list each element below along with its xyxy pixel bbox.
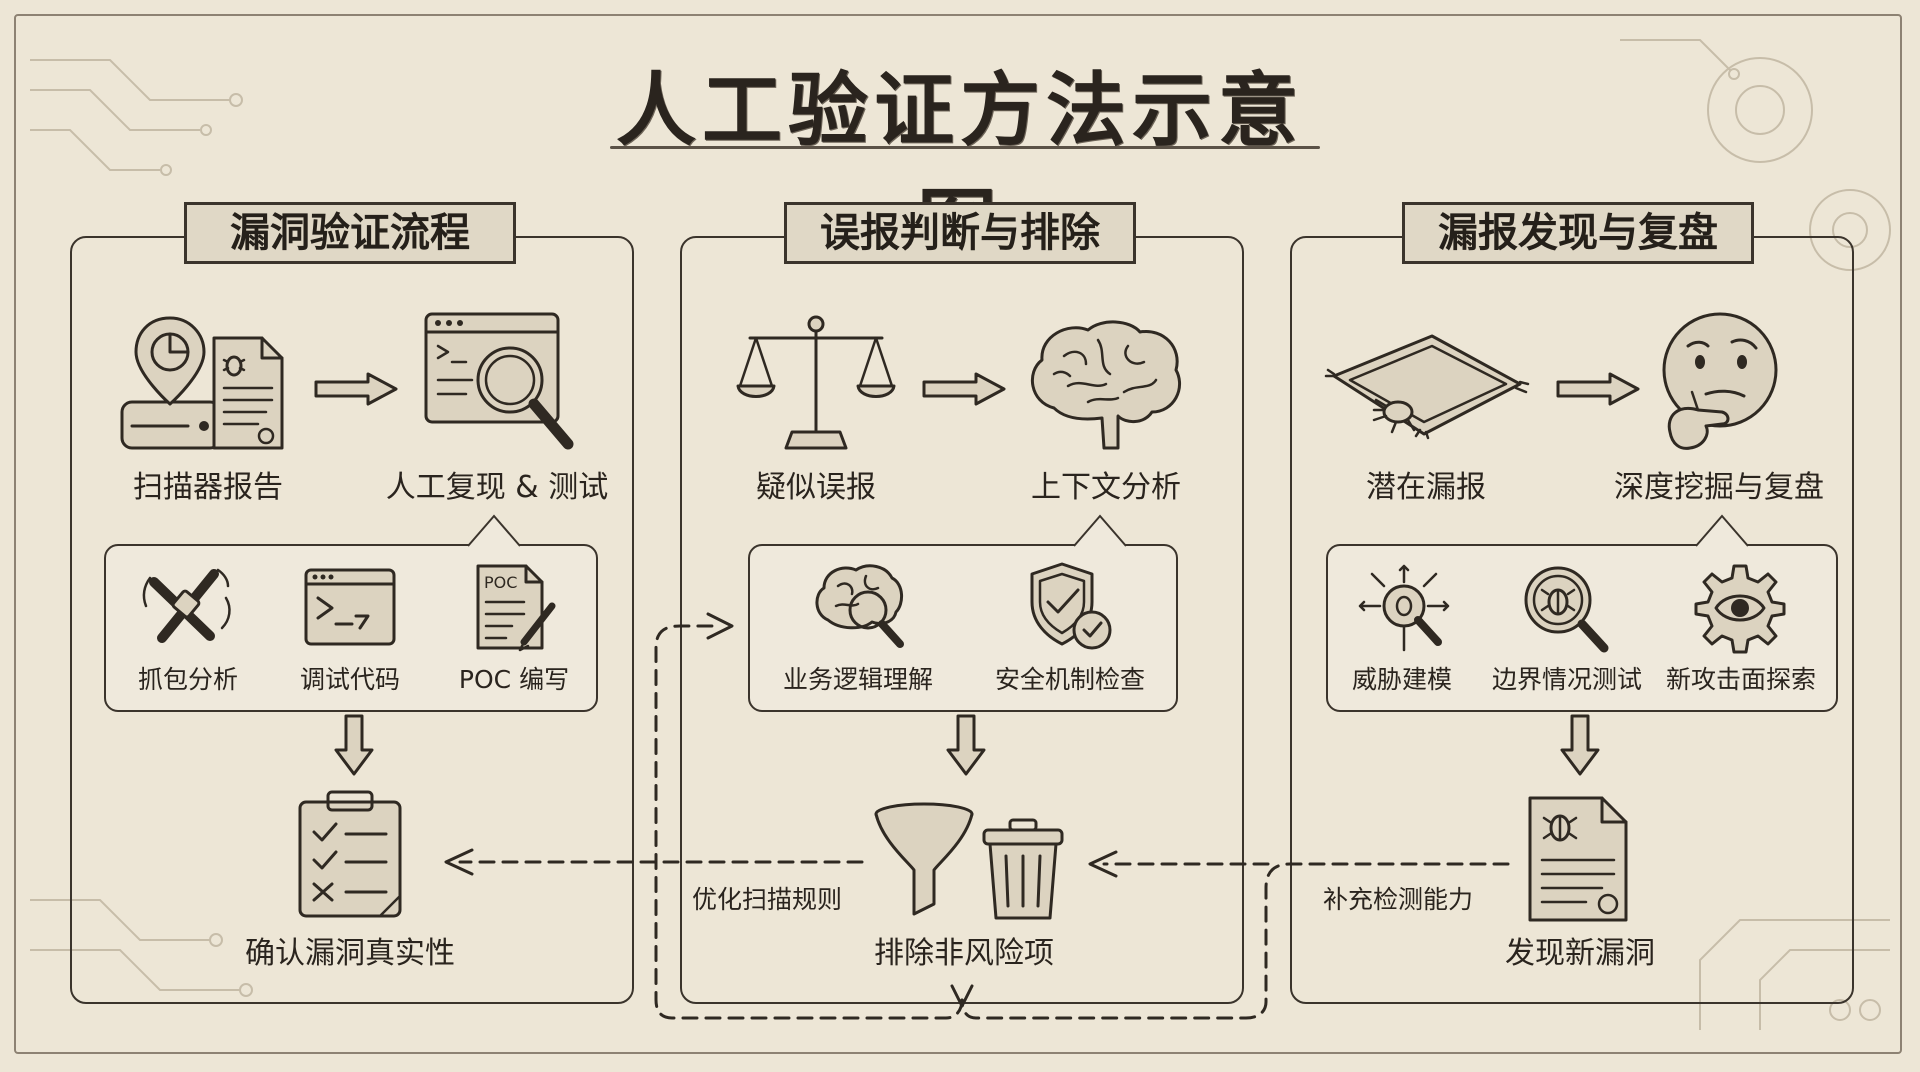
balance-scale-icon (736, 312, 896, 454)
feedback-optimize-scan-rules: 优化扫描规则 (691, 885, 842, 914)
callout-pointer-icon (1694, 512, 1750, 548)
packet-capture-icon (140, 562, 236, 648)
arrow-down-icon (334, 714, 374, 776)
thinking-face-icon (1652, 308, 1782, 454)
arrow-right-icon (922, 372, 1006, 406)
manual-test-icon (422, 310, 576, 454)
arrow-down-icon (1560, 714, 1600, 776)
step-scanner-report: 扫描器报告 (133, 470, 283, 505)
arrow-right-icon (314, 372, 398, 406)
gear-eye-icon (1694, 562, 1786, 654)
tool-packet-capture: 抓包分析 (137, 665, 238, 694)
tool-security-check: 安全机制检查 (994, 665, 1145, 694)
new-bug-report-icon (1526, 794, 1634, 924)
poc-document-icon: POC (474, 562, 556, 652)
callout-pointer-icon (1072, 512, 1128, 548)
step-potential-missed: 潜在漏报 (1366, 470, 1486, 505)
step-manual-reproduce: 人工复现 & 测试 (385, 470, 609, 505)
tool-edge-case-testing: 边界情况测试 (1491, 665, 1642, 694)
title-underline (610, 146, 1320, 149)
tool-business-logic: 业务逻辑理解 (782, 665, 933, 694)
debug-code-icon (302, 566, 398, 648)
step-suspected-false-positive: 疑似误报 (756, 470, 876, 505)
threat-model-icon (1354, 562, 1454, 654)
funnel-icon (872, 800, 976, 922)
bug-under-rug-icon (1320, 330, 1532, 442)
step-context-analysis: 上下文分析 (1031, 470, 1181, 505)
callout-pointer-icon (466, 512, 522, 548)
shield-check-icon (1026, 560, 1114, 654)
arrow-right-icon (1556, 372, 1640, 406)
panel-title-left: 漏洞验证流程 (184, 202, 516, 264)
svg-text:POC: POC (484, 573, 517, 592)
panel-title-middle: 误报判断与排除 (784, 202, 1136, 264)
result-confirm-vulnerability: 确认漏洞真实性 (245, 936, 455, 971)
result-new-vulnerability: 发现新漏洞 (1505, 936, 1655, 971)
panel-title-right: 漏报发现与复盘 (1402, 202, 1754, 264)
feedback-supplement-detection: 补充检测能力 (1322, 885, 1473, 914)
brain-magnifier-icon (812, 560, 906, 650)
tool-poc-writing: POC 编写 (458, 665, 570, 694)
page-border (14, 14, 1902, 1054)
checklist-icon (296, 790, 408, 920)
scanner-report-icon (118, 308, 290, 452)
step-deep-dive-review: 深度挖掘与复盘 (1614, 470, 1824, 505)
brain-icon (1024, 316, 1186, 452)
tool-new-attack-surface: 新攻击面探索 (1665, 665, 1816, 694)
result-exclude-non-risk: 排除非风险项 (874, 936, 1054, 971)
tool-debug-code: 调试代码 (299, 665, 400, 694)
arrow-down-icon (946, 714, 986, 776)
tool-threat-modeling: 威胁建模 (1351, 665, 1452, 694)
bug-magnifier-icon (1520, 562, 1610, 654)
trash-bin-icon (980, 818, 1066, 922)
